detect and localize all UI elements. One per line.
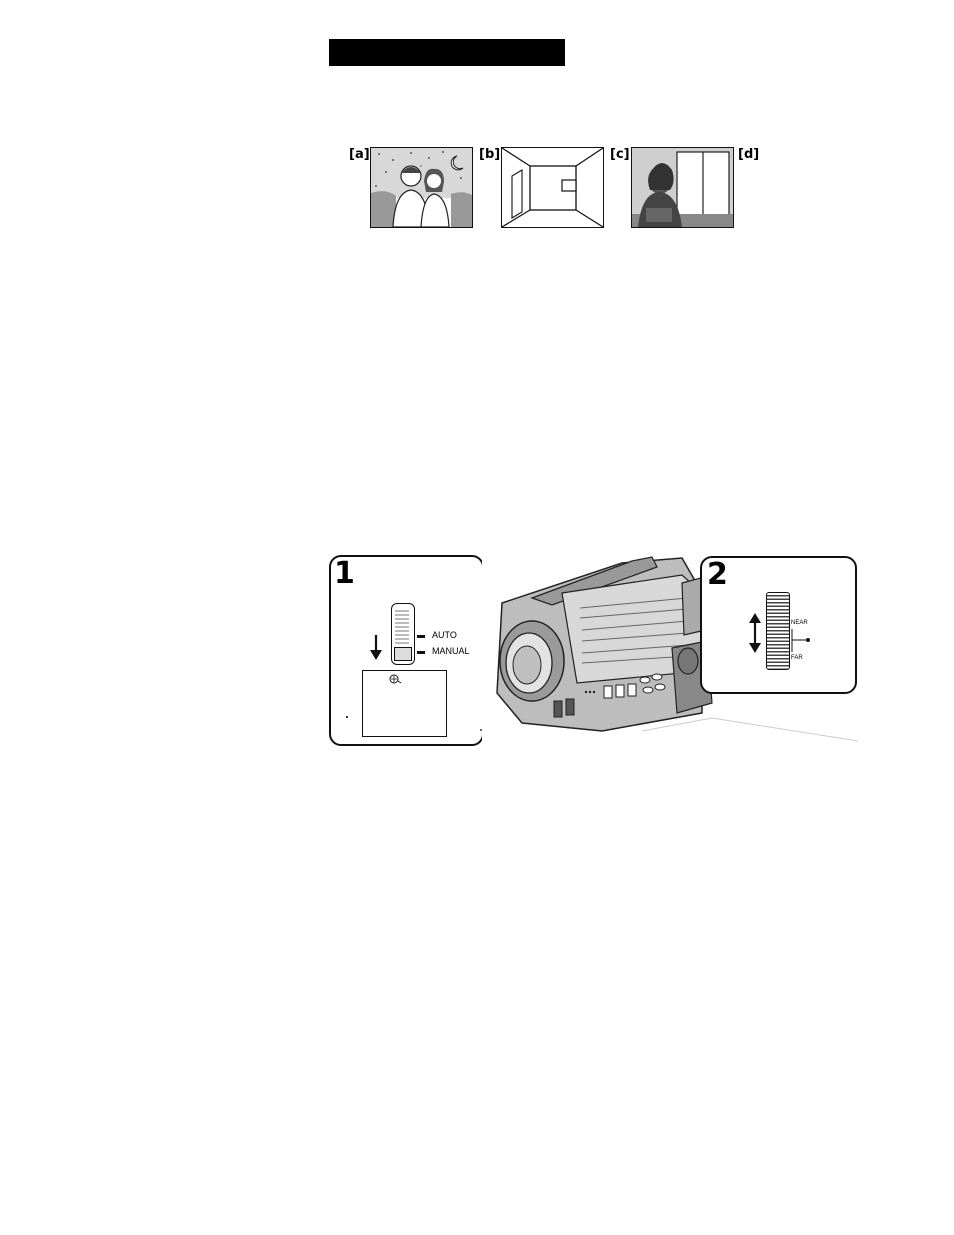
illustration-night-scene: [370, 147, 473, 228]
manual-focus-icon: [388, 674, 402, 684]
step-2-number: 2: [707, 557, 728, 592]
panel-label-c: [c]: [610, 147, 630, 162]
manual-label: MANUAL: [432, 646, 470, 656]
focus-switch[interactable]: [391, 603, 415, 665]
focus-dial[interactable]: [766, 592, 790, 670]
step-2-callout: 2 NEAR FAR: [700, 556, 857, 694]
focus-switch-knob[interactable]: [394, 647, 412, 661]
far-label: FAR: [791, 655, 803, 661]
section-header-bar: [329, 39, 565, 66]
step-1-callout: 1 AUTO MANUAL: [329, 555, 484, 746]
viewfinder-display: [362, 670, 447, 737]
arrow-down-icon: [369, 635, 383, 661]
illustration-backlit-scene: [631, 147, 734, 228]
arrow-up-down-icon: [748, 613, 762, 653]
panel-label-a: [a]: [349, 147, 370, 162]
auto-label: AUTO: [432, 630, 457, 640]
illustration-room-scene: [501, 147, 604, 228]
panel-label-b: [b]: [479, 147, 500, 162]
near-label: NEAR: [791, 620, 808, 626]
auto-marker: [417, 635, 425, 638]
panel-label-d: [d]: [738, 147, 759, 162]
manual-marker: [417, 651, 425, 654]
dial-indicator: [790, 628, 812, 654]
step-1-number: 1: [334, 556, 355, 591]
